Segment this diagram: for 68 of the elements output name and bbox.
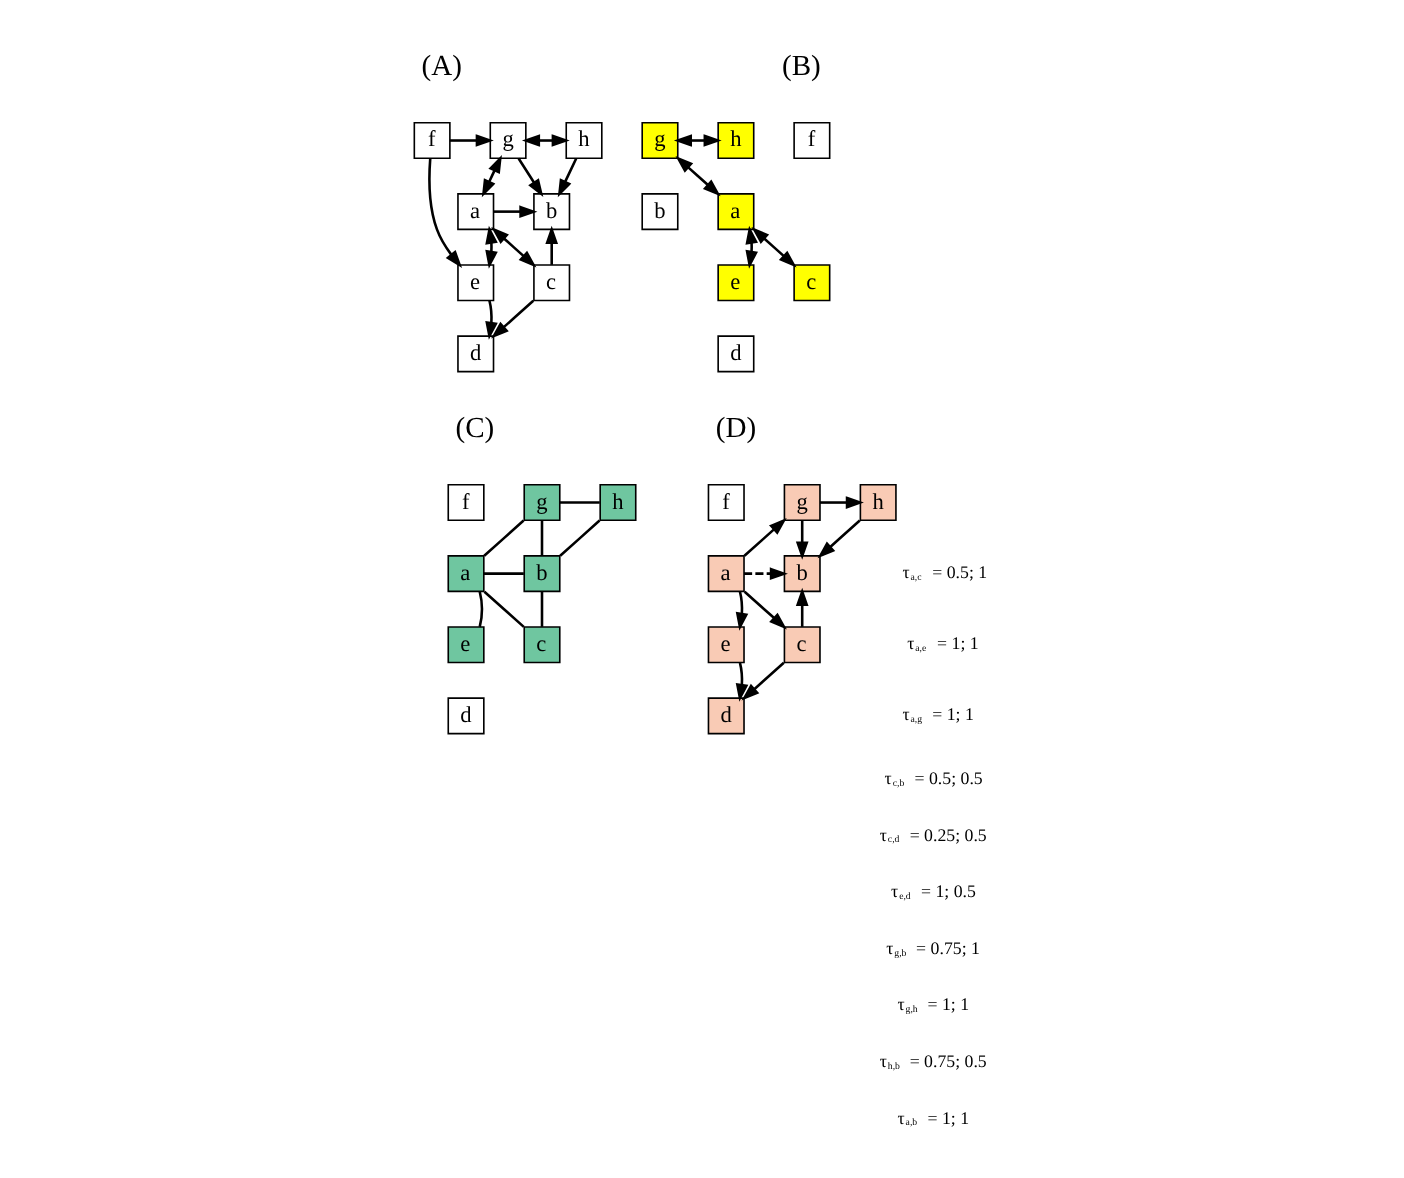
arrow — [743, 590, 787, 630]
arrow — [545, 225, 559, 265]
node-box: f — [413, 121, 451, 160]
arrow — [517, 157, 544, 198]
node-box: b — [533, 193, 571, 231]
arrow — [485, 300, 498, 340]
arrow — [675, 155, 721, 197]
label: (B) — [782, 50, 821, 83]
arrow — [735, 591, 749, 631]
node-box: h — [599, 483, 637, 522]
connector — [540, 520, 544, 556]
node-box: c — [523, 626, 561, 664]
label: (C) — [455, 412, 495, 445]
node-box: g — [489, 121, 527, 160]
node-box: h — [565, 121, 603, 160]
arrow — [493, 205, 538, 218]
node-box: h — [717, 121, 755, 160]
node-box: g — [641, 121, 679, 160]
node-box: d — [717, 335, 755, 373]
arrow — [673, 134, 722, 147]
connector — [559, 519, 601, 557]
arrow — [449, 134, 494, 147]
node-box: c — [783, 626, 821, 664]
arrow — [521, 134, 570, 147]
arrow — [795, 587, 809, 627]
connector — [483, 572, 524, 575]
node-box: d — [457, 335, 495, 373]
arrow — [485, 225, 498, 269]
node-box: d — [707, 697, 745, 735]
arrow — [741, 661, 785, 701]
node-box: e — [447, 626, 485, 664]
arrow — [735, 662, 749, 702]
arrow — [491, 299, 535, 339]
node-box: b — [523, 555, 561, 593]
node-box: a — [707, 555, 745, 593]
arrow — [743, 518, 787, 557]
node-box: h — [859, 483, 897, 522]
node-box: e — [707, 626, 745, 664]
node-box: g — [523, 483, 561, 522]
node-box: b — [783, 555, 821, 593]
arrow — [744, 567, 788, 580]
connector — [540, 591, 544, 627]
node-box: b — [641, 193, 679, 231]
arrow — [745, 225, 759, 269]
node-box: c — [533, 264, 571, 302]
label: (D) — [715, 412, 757, 445]
node-box: a — [457, 193, 495, 231]
node-box: f — [793, 121, 831, 160]
connector — [478, 591, 484, 628]
connector — [559, 501, 600, 504]
node-box: g — [783, 483, 821, 522]
node-box: c — [793, 264, 831, 302]
node-box: e — [457, 264, 495, 302]
node-box: f — [707, 483, 745, 522]
connector — [483, 519, 525, 557]
arrow — [820, 496, 864, 509]
arrow — [817, 519, 861, 559]
arrow — [481, 155, 502, 198]
connector — [483, 590, 525, 628]
node-box: e — [717, 264, 755, 302]
node-box: f — [447, 483, 485, 522]
arrow — [428, 158, 463, 268]
node-box: a — [717, 193, 755, 231]
arrow — [795, 520, 809, 560]
arrow — [557, 158, 578, 198]
node-box: d — [447, 697, 485, 735]
node-box: a — [447, 555, 485, 593]
label: (A) — [421, 50, 462, 83]
